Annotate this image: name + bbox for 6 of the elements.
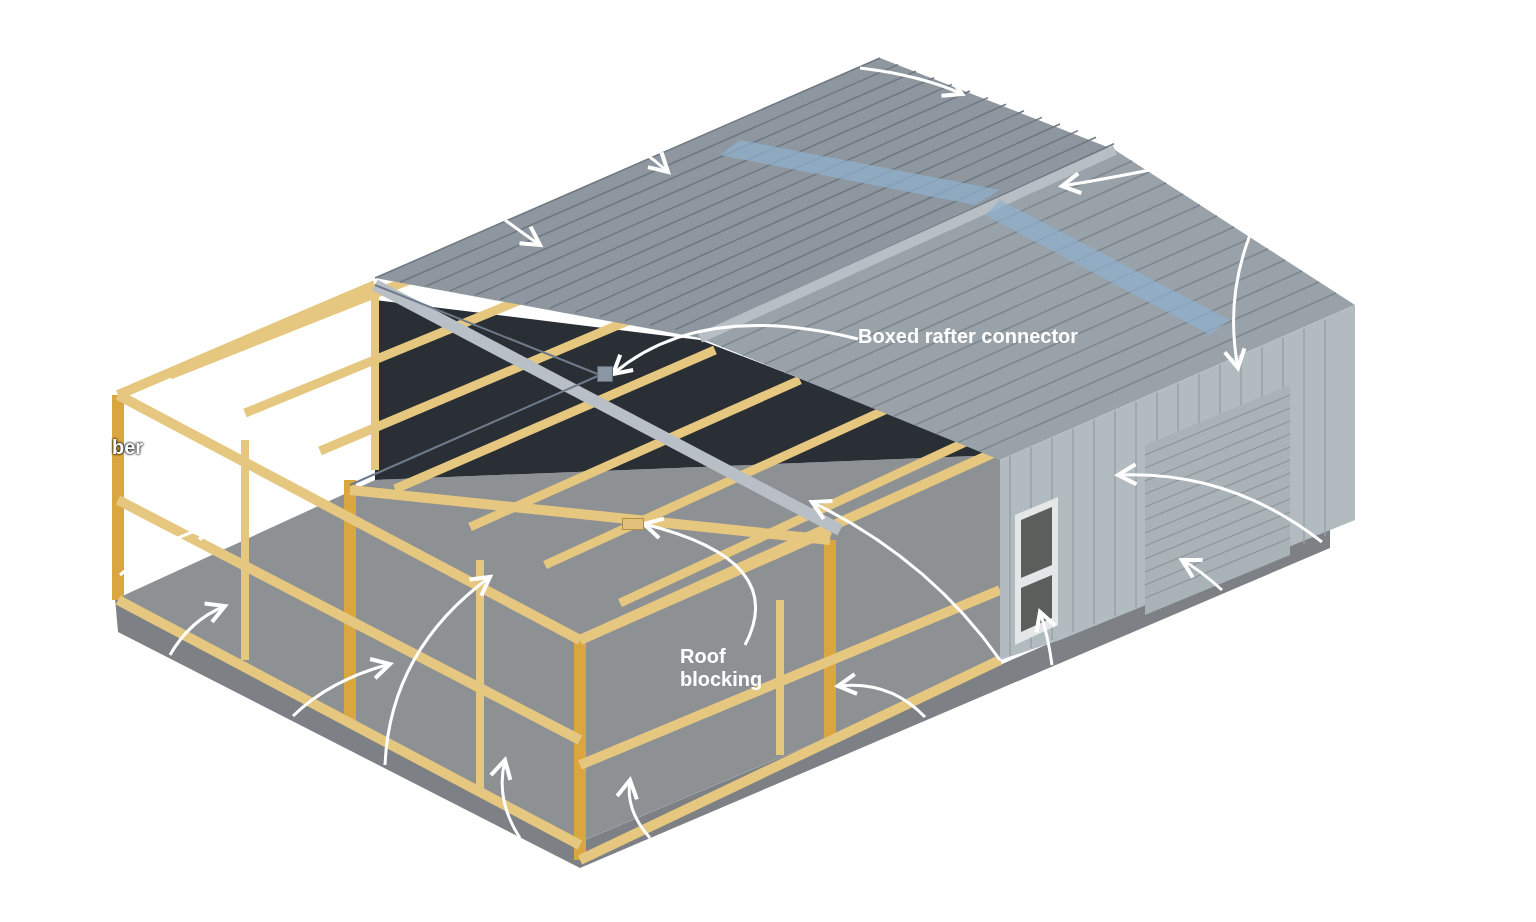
blocking-piece — [622, 518, 644, 530]
callout-label: Roof blocking — [680, 645, 780, 691]
leader-line — [611, 324, 859, 376]
callout-label: Boxed rafter connector — [858, 325, 1079, 348]
leader-line — [642, 517, 757, 646]
rafter-connector — [597, 366, 613, 382]
